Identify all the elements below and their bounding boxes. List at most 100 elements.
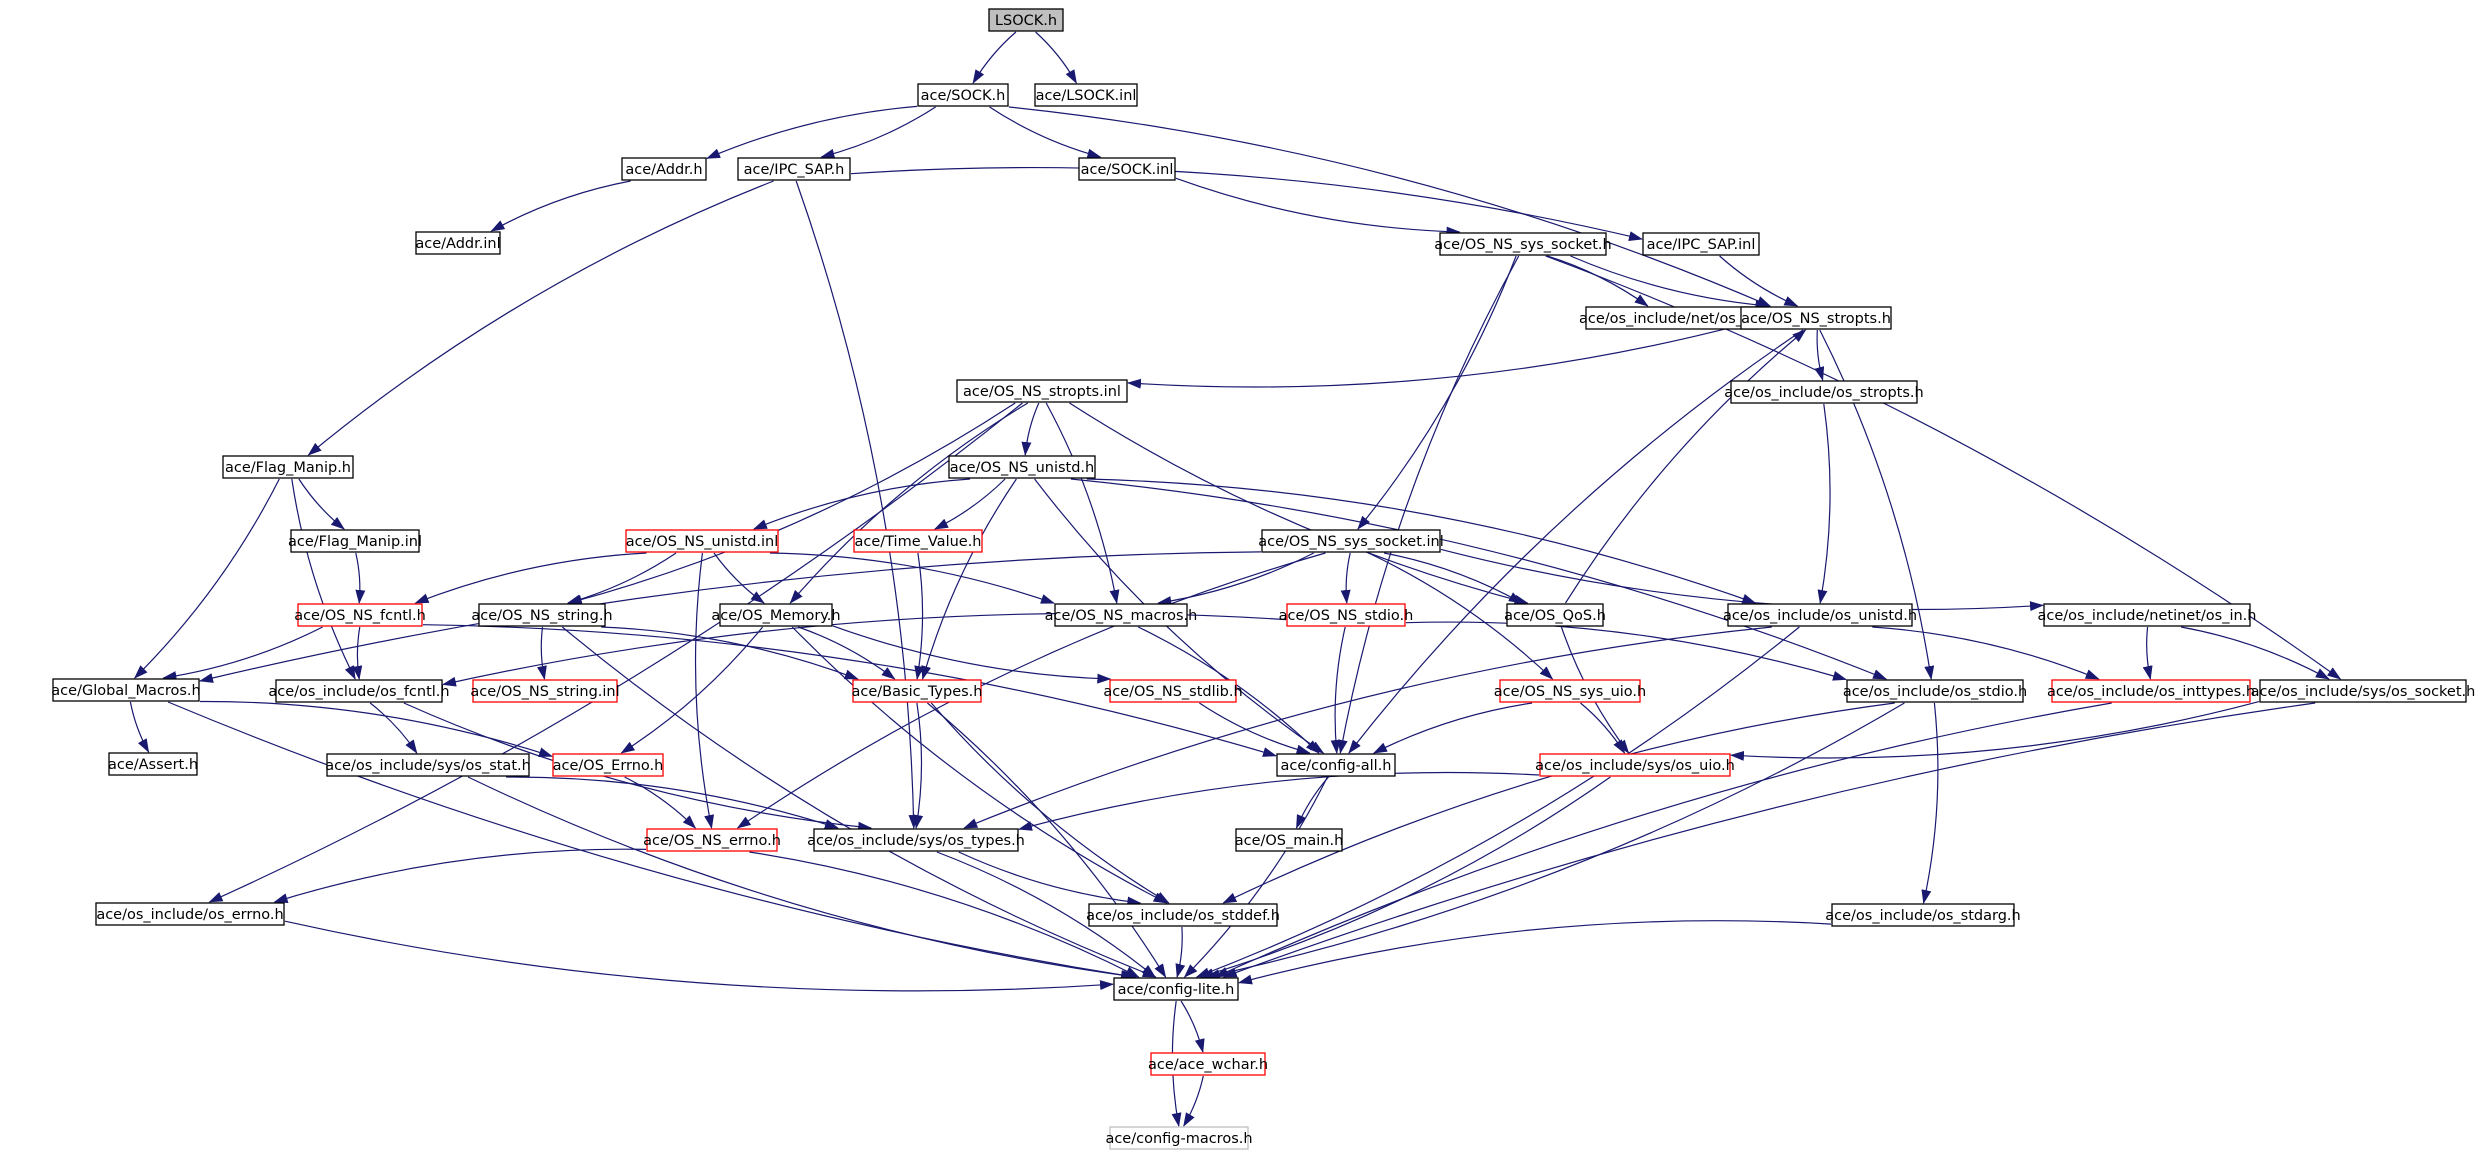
node-box[interactable] xyxy=(1034,83,1138,107)
node-box[interactable] xyxy=(326,753,530,777)
node-box[interactable] xyxy=(275,679,443,703)
node-os-unistd-h[interactable]: ace/os_include/os_unistd.h xyxy=(1723,603,1917,627)
node-os-ns-string-inl[interactable]: ace/OS_NS_string.inl xyxy=(470,679,620,703)
node-box[interactable] xyxy=(1286,603,1406,627)
node-config-lite-h[interactable]: ace/config-lite.h xyxy=(1113,977,1239,1001)
node-box[interactable] xyxy=(415,231,501,255)
node-sys-os-uio-h[interactable]: ace/os_include/sys/os_uio.h xyxy=(1535,753,1735,777)
node-os-qos-h[interactable]: ace/OS_QoS.h xyxy=(1504,603,1606,627)
node-box[interactable] xyxy=(1506,603,1604,627)
node-sys-os-types-h[interactable]: ace/os_include/sys/os_types.h xyxy=(807,828,1025,852)
node-os-ns-macros-h[interactable]: ace/OS_NS_macros.h xyxy=(1045,603,1198,627)
node-os-ns-string-h[interactable]: ace/OS_NS_string.h xyxy=(471,603,613,627)
node-box[interactable] xyxy=(222,455,354,479)
node-os-stddef-h[interactable]: ace/os_include/os_stddef.h xyxy=(1086,903,1280,927)
node-box[interactable] xyxy=(956,379,1128,403)
node-os-errno-h[interactable]: ace/OS_Errno.h xyxy=(552,753,664,777)
node-box[interactable] xyxy=(1054,603,1188,627)
node-global-macros-h[interactable]: ace/Global_Macros.h xyxy=(51,678,201,702)
node-os-ns-unistd-inl[interactable]: ace/OS_NS_unistd.inl xyxy=(625,529,779,553)
node-sys-os-stat-h[interactable]: ace/os_include/sys/os_stat.h xyxy=(325,753,531,777)
node-os-ns-stropts-h[interactable]: ace/OS_NS_stropts.h xyxy=(1740,306,1892,330)
node-os-ns-stdio-h[interactable]: ace/OS_NS_stdio.h xyxy=(1279,603,1414,627)
node-os-ns-unistd-h[interactable]: ace/OS_NS_unistd.h xyxy=(948,455,1096,479)
node-box[interactable] xyxy=(290,529,420,553)
node-config-all-h[interactable]: ace/config-all.h xyxy=(1276,753,1396,777)
node-os-ns-errno-h[interactable]: ace/OS_NS_errno.h xyxy=(643,828,781,852)
node-assert-h[interactable]: ace/Assert.h xyxy=(108,752,198,776)
node-box[interactable] xyxy=(2051,679,2251,703)
node-box[interactable] xyxy=(95,902,285,926)
node-box[interactable] xyxy=(1730,380,1918,404)
node-box[interactable] xyxy=(1831,903,2015,927)
node-os-inttypes-h[interactable]: ace/os_include/os_inttypes.h xyxy=(2047,679,2255,703)
node-box[interactable] xyxy=(478,603,606,627)
node-box[interactable] xyxy=(1642,232,1760,256)
node-box[interactable] xyxy=(1261,529,1441,553)
node-box[interactable] xyxy=(646,828,778,852)
node-box[interactable] xyxy=(108,752,198,776)
node-box[interactable] xyxy=(297,603,423,627)
node-os-fcntl-h[interactable]: ace/os_include/os_fcntl.h xyxy=(268,679,450,703)
node-box[interactable] xyxy=(1499,679,1641,703)
node-box[interactable] xyxy=(813,828,1019,852)
node-box[interactable] xyxy=(1109,679,1237,703)
node-flag-manip-inl[interactable]: ace/Flag_Manip.inl xyxy=(288,529,422,553)
node-lsock-inl[interactable]: ace/LSOCK.inl xyxy=(1034,83,1138,107)
node-os-stdarg-h[interactable]: ace/os_include/os_stdarg.h xyxy=(1825,903,2021,927)
node-box[interactable] xyxy=(1439,232,1607,256)
node-sock-inl[interactable]: ace/SOCK.inl xyxy=(1078,157,1176,181)
node-box[interactable] xyxy=(472,679,618,703)
node-os-errno-h[interactable]: ace/os_include/os_errno.h xyxy=(95,902,285,926)
node-box[interactable] xyxy=(625,529,779,553)
node-box[interactable] xyxy=(2043,603,2251,627)
node-os-ns-stropts-inl[interactable]: ace/OS_NS_stropts.inl xyxy=(956,379,1128,403)
node-ace-wchar-h[interactable]: ace/ace_wchar.h xyxy=(1148,1052,1268,1076)
node-box[interactable] xyxy=(621,157,707,181)
node-flag-manip-h[interactable]: ace/Flag_Manip.h xyxy=(222,455,354,479)
node-os-ns-sys-socket-h[interactable]: ace/OS_NS_sys_socket.h xyxy=(1434,232,1612,256)
node-ipc-sap-inl[interactable]: ace/IPC_SAP.inl xyxy=(1642,232,1760,256)
node-os-ns-sys-socket-inl[interactable]: ace/OS_NS_sys_socket.inl xyxy=(1258,529,1444,553)
node-config-macros-h[interactable]: ace/config-macros.h xyxy=(1105,1126,1253,1150)
node-box[interactable] xyxy=(2259,679,2467,703)
node-os-ns-stdlib-h[interactable]: ace/OS_NS_stdlib.h xyxy=(1103,679,1243,703)
node-box[interactable] xyxy=(719,603,833,627)
node-label: ace/OS_NS_stropts.h xyxy=(1741,311,1891,327)
node-box[interactable] xyxy=(948,455,1096,479)
node-box[interactable] xyxy=(1109,1126,1249,1150)
node-addr-inl[interactable]: ace/Addr.inl xyxy=(415,231,501,255)
node-lsock-h[interactable]: LSOCK.h xyxy=(988,8,1064,32)
node-box[interactable] xyxy=(1539,753,1731,777)
node-box[interactable] xyxy=(1088,903,1278,927)
node-box[interactable] xyxy=(1846,679,2024,703)
node-os-ns-fcntl-h[interactable]: ace/OS_NS_fcntl.h xyxy=(294,603,426,627)
node-os-ns-sys-uio-h[interactable]: ace/OS_NS_sys_uio.h xyxy=(1494,679,1646,703)
node-net-os-if-h[interactable]: ace/os_include/net/os_if.h xyxy=(1579,306,1765,330)
node-os-memory-h[interactable]: ace/OS_Memory.h xyxy=(711,603,841,627)
node-box[interactable] xyxy=(1150,1052,1266,1076)
node-box[interactable] xyxy=(988,8,1064,32)
node-os-main-h[interactable]: ace/OS_main.h xyxy=(1235,828,1344,852)
node-box[interactable] xyxy=(1727,603,1913,627)
node-os-stdio-h[interactable]: ace/os_include/os_stdio.h xyxy=(1843,679,2027,703)
node-box[interactable] xyxy=(1113,977,1239,1001)
node-box[interactable] xyxy=(852,679,982,703)
node-box[interactable] xyxy=(853,529,983,553)
node-ipc-sap-h[interactable]: ace/IPC_SAP.h xyxy=(737,157,851,181)
node-box[interactable] xyxy=(1276,753,1396,777)
node-box[interactable] xyxy=(737,157,851,181)
node-sys-os-socket-h[interactable]: ace/os_include/sys/os_socket.h xyxy=(2251,679,2476,703)
node-time-value-h[interactable]: ace/Time_Value.h xyxy=(853,529,983,553)
node-box[interactable] xyxy=(917,83,1009,107)
node-box[interactable] xyxy=(1740,306,1892,330)
node-os-stropts-h[interactable]: ace/os_include/os_stropts.h xyxy=(1724,380,1924,404)
node-netinet-os-in-h[interactable]: ace/os_include/netinet/os_in.h xyxy=(2038,603,2257,627)
node-box[interactable] xyxy=(1078,157,1176,181)
node-box[interactable] xyxy=(52,678,200,702)
node-box[interactable] xyxy=(1235,828,1343,852)
node-sock-h[interactable]: ace/SOCK.h xyxy=(917,83,1009,107)
node-box[interactable] xyxy=(552,753,664,777)
node-basic-types-h[interactable]: ace/Basic_Types.h xyxy=(852,679,983,703)
node-addr-h[interactable]: ace/Addr.h xyxy=(621,157,707,181)
